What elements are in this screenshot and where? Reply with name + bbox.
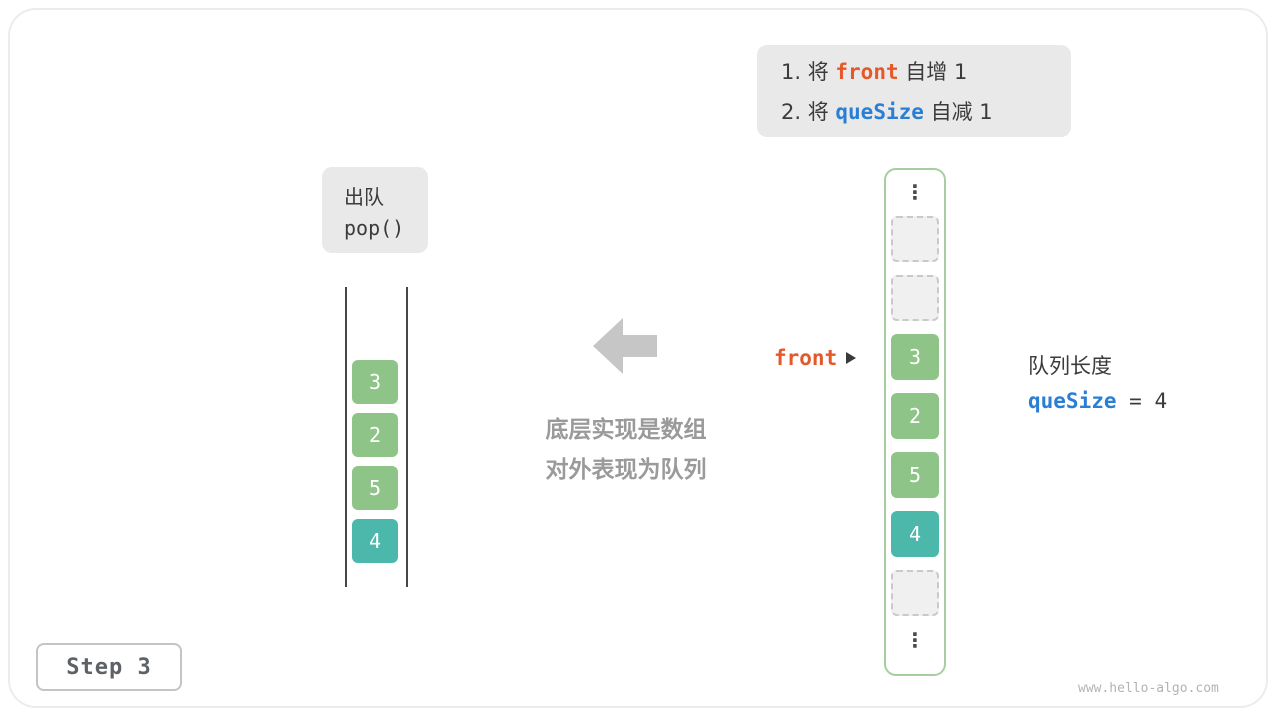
queue-cell: 2 xyxy=(352,413,398,457)
array-column: ⋮ 3 2 5 4 ⋮ xyxy=(884,168,946,676)
quesize-value: = 4 xyxy=(1116,389,1168,413)
front-pointer-label: front xyxy=(774,346,838,370)
array-cell-empty xyxy=(891,275,939,321)
queue-cell: 3 xyxy=(352,360,398,404)
quesize-variable: queSize xyxy=(1028,389,1117,413)
queue-wall-left xyxy=(345,287,347,587)
step-badge: Step 3 xyxy=(36,643,182,691)
ellipsis-top: ⋮ xyxy=(905,180,925,204)
array-cell-empty xyxy=(891,216,939,262)
center-note: 底层实现是数组 对外表现为队列 xyxy=(495,410,757,490)
array-cell: 4 xyxy=(891,511,939,557)
queue-wall-right xyxy=(406,287,408,587)
watermark: www.hello-algo.com xyxy=(1078,681,1219,696)
operation-code: pop() xyxy=(344,215,405,240)
front-pointer: front xyxy=(774,344,857,372)
instruction-line-1: 1. 将 front 自增 1 xyxy=(781,56,1047,86)
front-keyword: front xyxy=(835,60,899,84)
instruction-box: 1. 将 front 自增 1 2. 将 queSize 自减 1 xyxy=(757,45,1071,137)
operation-title: 出队 xyxy=(344,184,384,209)
left-arrow-icon xyxy=(593,318,657,378)
queue-cell: 4 xyxy=(352,519,398,563)
instruction-2-prefix: 2. 将 xyxy=(781,100,836,124)
instruction-2-suffix: 自减 1 xyxy=(923,100,993,124)
array-cell: 2 xyxy=(891,393,939,439)
quesize-keyword: queSize xyxy=(835,100,924,124)
instruction-1-prefix: 1. 将 xyxy=(781,60,836,84)
note-line-2: 对外表现为队列 xyxy=(545,457,707,483)
queue-length-value: queSize = 4 xyxy=(1028,389,1167,413)
instruction-line-2: 2. 将 queSize 自减 1 xyxy=(781,96,1047,126)
queue-length-label: 队列长度 xyxy=(1028,354,1112,378)
queue-length-info: 队列长度 queSize = 4 xyxy=(1028,350,1167,413)
queue-cell: 5 xyxy=(352,466,398,510)
array-cell-empty xyxy=(891,570,939,616)
ellipsis-bottom: ⋮ xyxy=(905,628,925,652)
note-line-1: 底层实现是数组 xyxy=(545,417,707,443)
array-cell: 5 xyxy=(891,452,939,498)
instruction-1-suffix: 自增 1 xyxy=(898,60,968,84)
array-cell: 3 xyxy=(891,334,939,380)
front-pointer-arrow-icon xyxy=(846,352,857,364)
operation-box: 出队 pop() xyxy=(322,167,428,253)
